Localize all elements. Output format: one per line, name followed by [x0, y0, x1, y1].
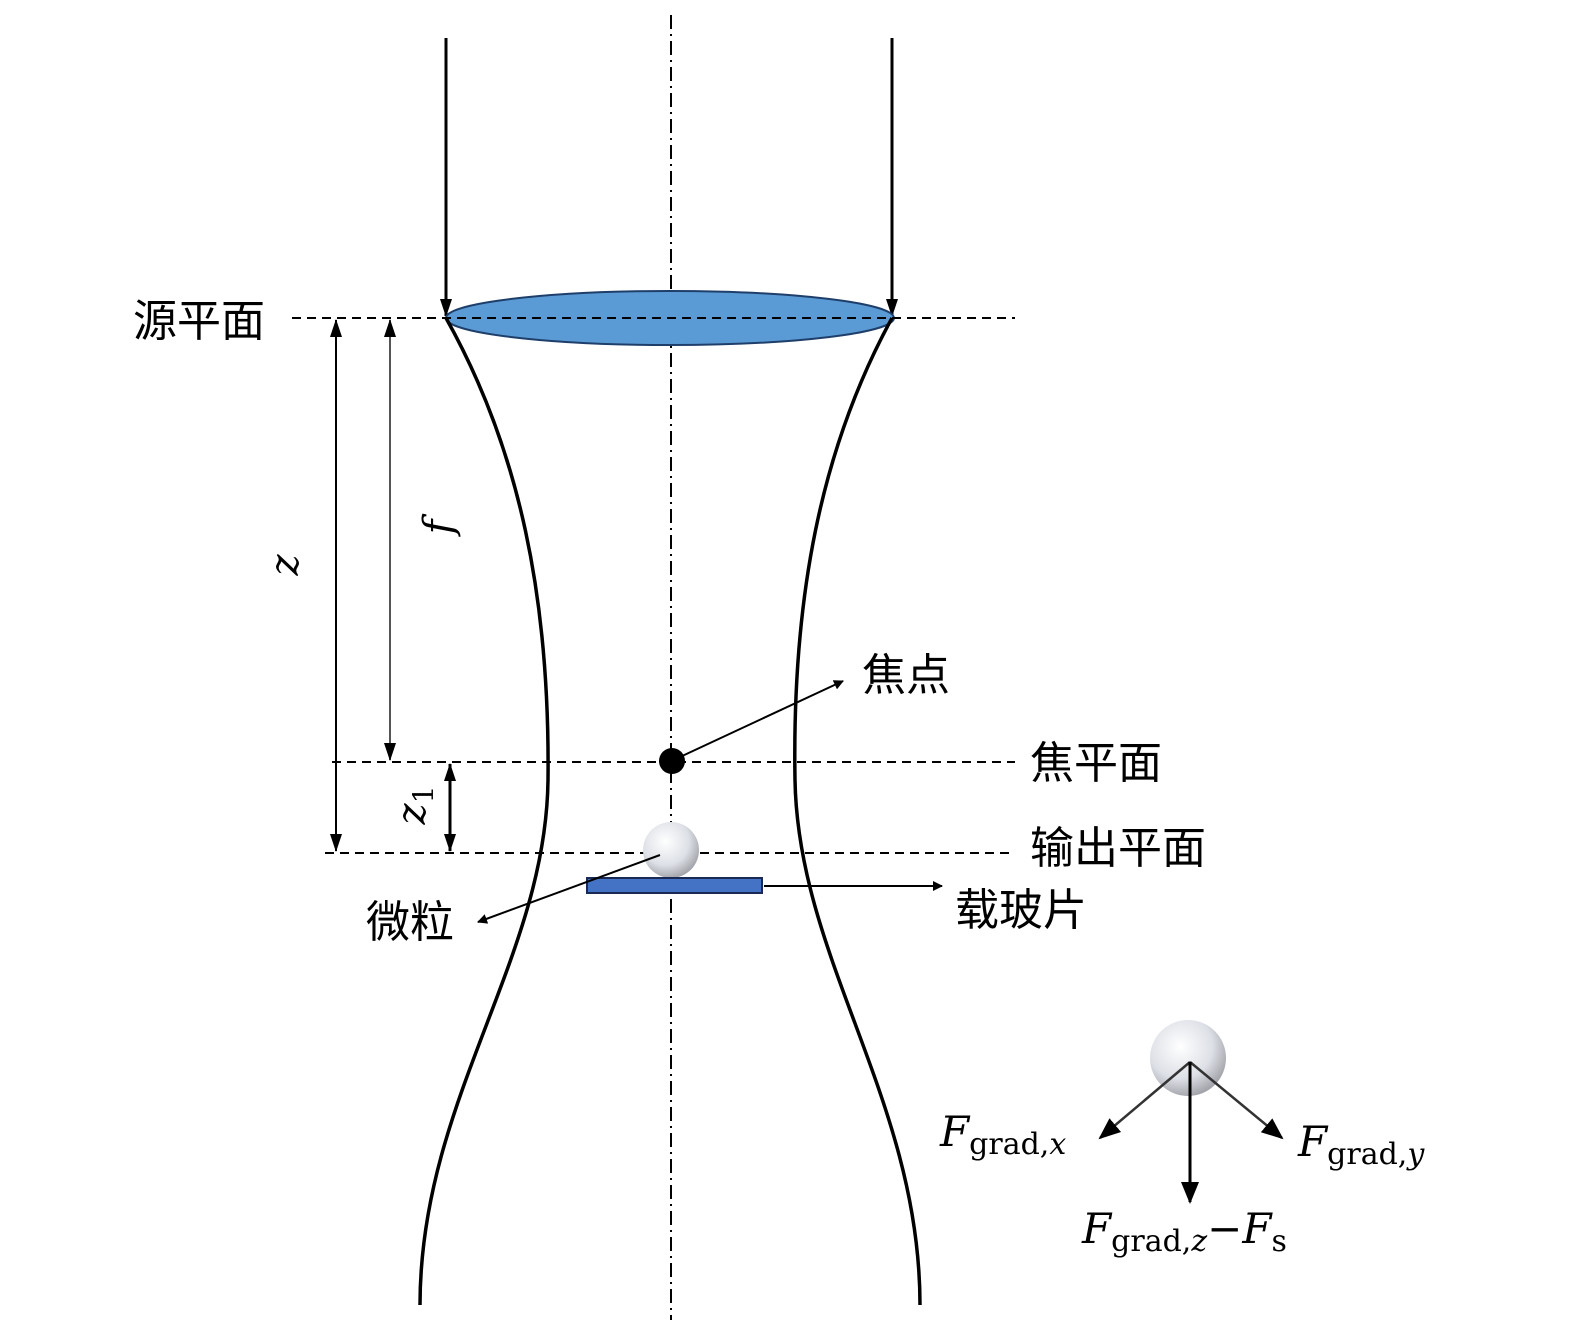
particle [643, 822, 699, 878]
beam-left-edge [418, 317, 550, 1306]
source-plane-label: 源平面 [133, 296, 265, 347]
force-label-z: Fgrad,z−Fs [1081, 1204, 1287, 1259]
slide-label: 载玻片 [955, 885, 1087, 936]
focal-point-label: 焦点 [862, 650, 950, 701]
z-label: z [262, 554, 308, 577]
f-label: f [416, 513, 462, 537]
glass-slide [586, 877, 763, 894]
focal-point [659, 748, 685, 774]
beam-right-edge [793, 317, 922, 1306]
force-label-x: Fgrad,x [939, 1107, 1066, 1162]
force-arrow-x [1098, 1061, 1191, 1140]
force-arrow-y [1189, 1061, 1284, 1140]
output-plane-label: 输出平面 [1030, 823, 1206, 874]
focal-point-pointer [679, 680, 844, 758]
focal-plane-label: 焦平面 [1030, 738, 1162, 789]
particle-pointer [477, 854, 661, 924]
z1-label: z1 [389, 786, 440, 826]
particle-label: 微粒 [366, 897, 454, 948]
force-label-y: Fgrad,y [1297, 1117, 1425, 1172]
